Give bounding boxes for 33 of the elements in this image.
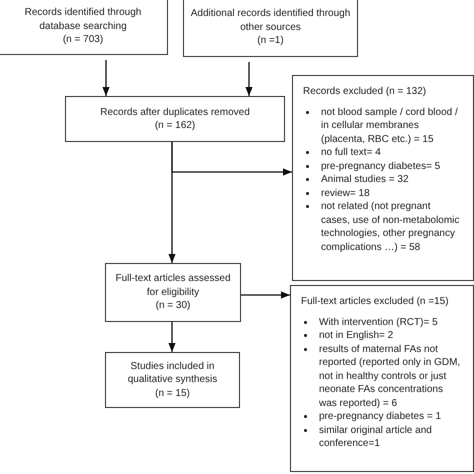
arrow	[241, 291, 290, 299]
bullet-item: pre-pregnancy diabetes = 1	[319, 410, 461, 424]
count-label: (n = 703)	[62, 33, 104, 47]
process-box	[65, 96, 285, 142]
process-box	[105, 263, 241, 322]
count-label: (n = 30)	[156, 299, 190, 313]
box-heading: Full-text articles excluded (n =15)	[301, 295, 450, 308]
bullet-item: Animal studies = 32	[321, 173, 461, 186]
bullet-item: pre-pregnancy diabetes= 5	[321, 160, 461, 173]
arrow	[168, 142, 176, 263]
box-label: Records identified through database searching	[24, 6, 142, 34]
arrow	[245, 62, 253, 96]
process-box	[183, 0, 358, 57]
box-label: Additional records identified through other sources	[190, 7, 351, 34]
box-label: Studies included in qualitative synthesis	[126, 360, 218, 387]
bullet-item: similar original article and conference=1	[319, 424, 461, 450]
count-label: (n = 15)	[155, 386, 190, 400]
count-label: (n = 162)	[154, 119, 196, 132]
bullet-item: With intervention (RCT)= 5	[319, 316, 461, 329]
arrow	[102, 60, 110, 96]
bullet-item: no full text= 4	[321, 146, 461, 160]
exclusion-box	[292, 75, 474, 281]
bullet-item: not related (not pregnant cases, use of non-metabolomic technologies, other pregnancy complications …) = 58	[321, 200, 461, 254]
count-label: (n =1)	[257, 34, 284, 48]
bullet-item: not in English= 2	[319, 329, 461, 342]
box-label: Records after duplicates removed	[100, 106, 250, 119]
exclusion-box	[290, 285, 474, 472]
arrow	[168, 322, 176, 352]
process-box	[0, 0, 168, 55]
box-heading: Records excluded (n = 132)	[303, 85, 428, 98]
box-label: Full-text articles assessed for eligibility	[114, 272, 232, 300]
bullet-item: review= 18	[321, 186, 461, 200]
process-box	[105, 352, 240, 408]
